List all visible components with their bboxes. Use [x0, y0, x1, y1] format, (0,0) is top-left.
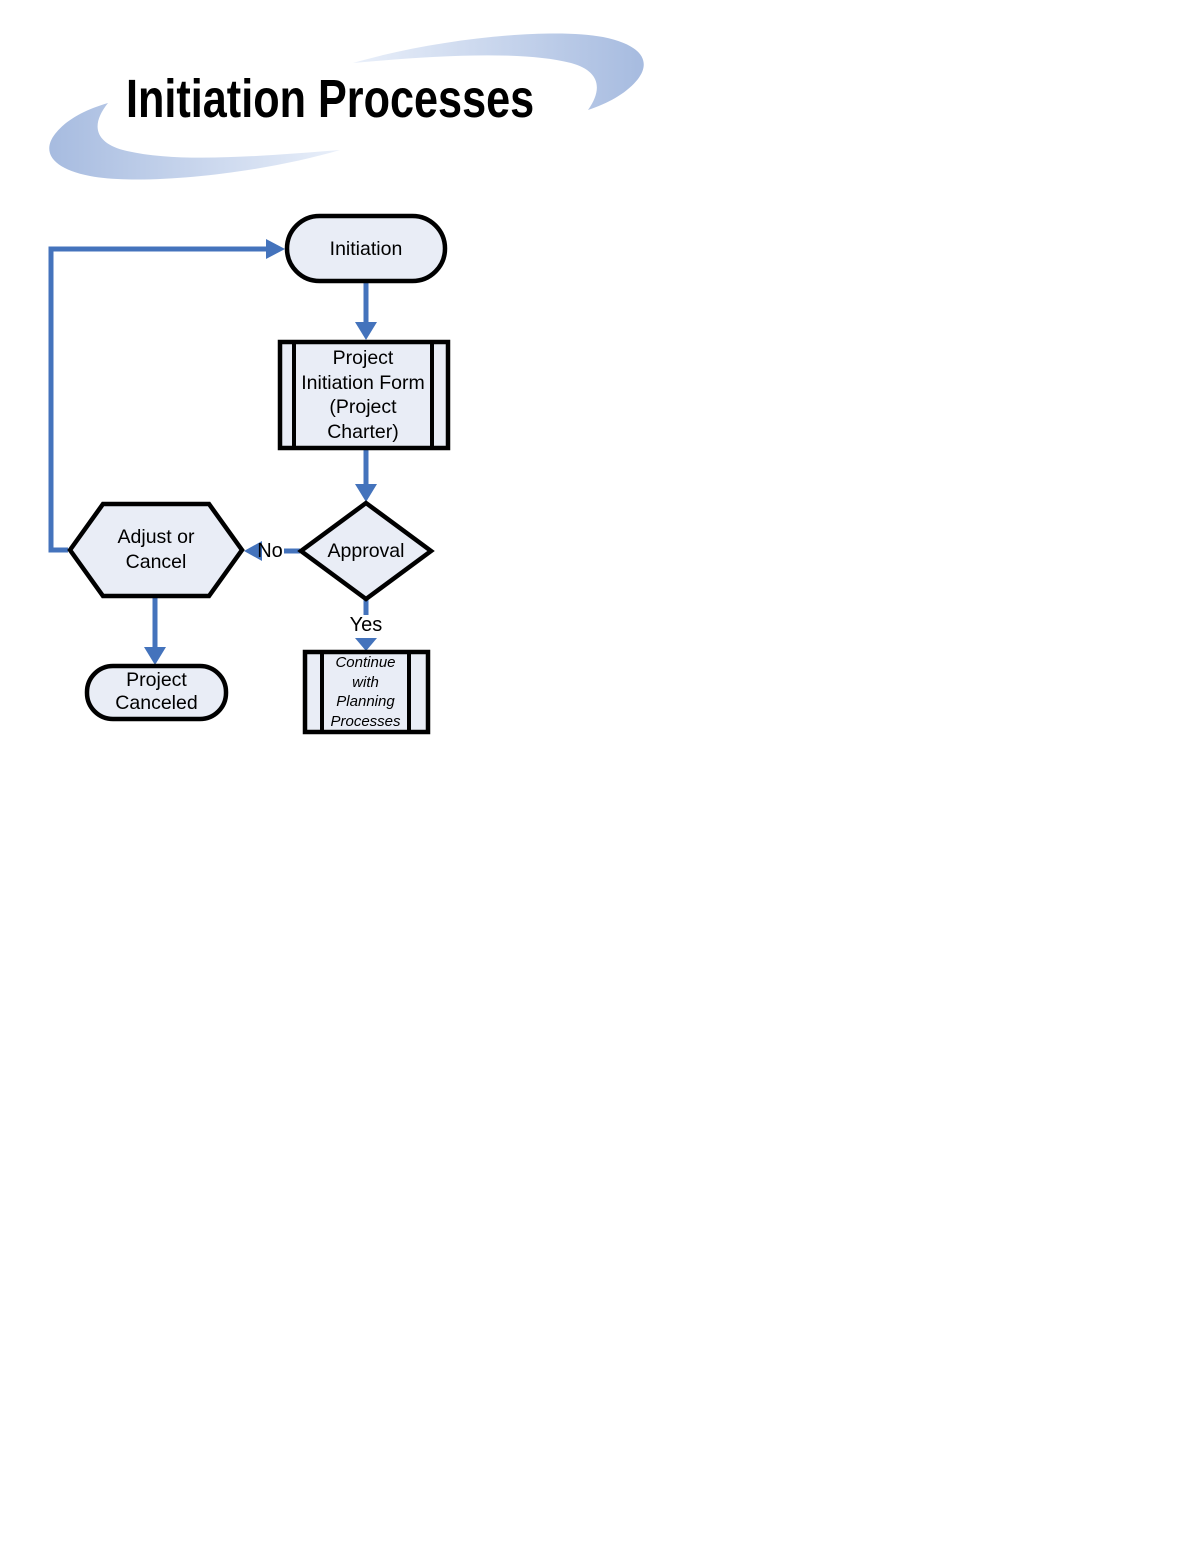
arrowhead-into-form	[355, 322, 377, 340]
node-approval-shape	[297, 500, 435, 602]
arrowhead-into-initiation	[266, 239, 285, 259]
node-initiation-label: Initiation	[329, 237, 403, 260]
title-swoosh-top-icon	[353, 33, 644, 110]
edge-adjust-to-initiation	[48, 246, 268, 553]
page-title: Initiation Processes	[126, 69, 535, 129]
node-adjust-or-cancel-label: Adjust or Cancel	[117, 526, 195, 573]
node-approval-label: Approval	[327, 540, 405, 562]
arrowhead-into-adjust	[244, 541, 262, 561]
node-project-initiation-form-label: Project Initiation Form (Project Charter…	[301, 347, 425, 443]
title-swoosh-bottom-icon	[49, 103, 341, 180]
edge-label-yes: Yes	[349, 613, 383, 636]
node-adjust-or-cancel-shape	[67, 501, 245, 599]
node-project-initiation-form-shape	[277, 339, 451, 451]
node-project-canceled-label: Project Canceled	[115, 668, 198, 714]
arrowhead-into-canceled	[144, 647, 166, 665]
edge-label-no: No	[257, 539, 283, 562]
node-initiation-shape	[284, 213, 448, 284]
arrowhead-into-approval	[355, 484, 377, 502]
node-continue-with-planning-shape	[302, 649, 431, 735]
arrowhead-into-continue	[355, 638, 377, 651]
node-project-canceled-shape	[84, 663, 229, 722]
node-continue-with-planning-label: Continue with Planning Processes	[330, 654, 401, 730]
